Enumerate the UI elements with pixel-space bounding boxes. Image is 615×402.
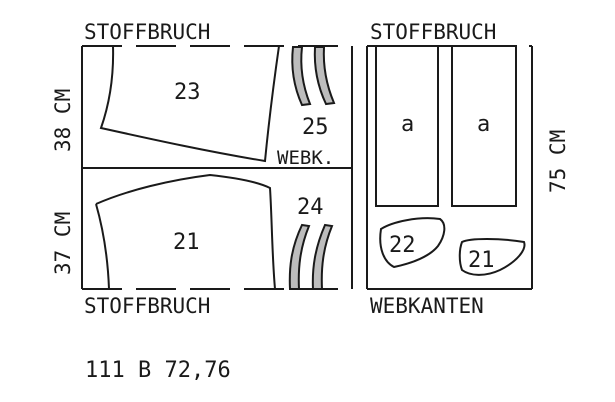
piece-23-outline	[99, 45, 280, 163]
piece-24-strip-1	[288, 223, 311, 290]
piece-label-a-right: a	[477, 112, 490, 137]
left-top-fold-label: STOFFBRUCH	[84, 20, 210, 44]
dimension-top-left: 38 CM	[51, 89, 75, 152]
piece-label-21-right: 21	[468, 248, 495, 273]
piece-label-21: 21	[173, 230, 200, 255]
piece-a-left-outline	[375, 45, 439, 207]
piece-24-strip-2	[311, 223, 334, 290]
piece-a-right-outline	[451, 45, 517, 207]
piece-label-25: 25	[302, 115, 329, 140]
piece-22-outline	[379, 217, 446, 269]
dimension-right: 75 CM	[546, 130, 570, 193]
piece-21-right-outline	[458, 238, 526, 276]
piece-25-strip-1	[291, 46, 312, 107]
right-top-fold-label: STOFFBRUCH	[370, 20, 496, 44]
right-fabric-panel	[366, 45, 533, 290]
selvedge-short-label: WEBK.	[277, 147, 334, 169]
piece-21-outline	[95, 173, 276, 290]
piece-label-23: 23	[174, 80, 201, 105]
left-bottom-fold-label: STOFFBRUCH	[84, 294, 210, 318]
pattern-code: 111 B 72,76	[85, 358, 231, 383]
piece-label-24: 24	[297, 195, 324, 220]
piece-25-strip-2	[313, 46, 336, 106]
dimension-bottom-left: 37 CM	[51, 212, 75, 275]
left-fabric-panel	[81, 45, 353, 290]
piece-label-22: 22	[389, 233, 416, 258]
piece-label-a-left: a	[401, 112, 414, 137]
right-bottom-selvedge-label: WEBKANTEN	[370, 294, 484, 318]
